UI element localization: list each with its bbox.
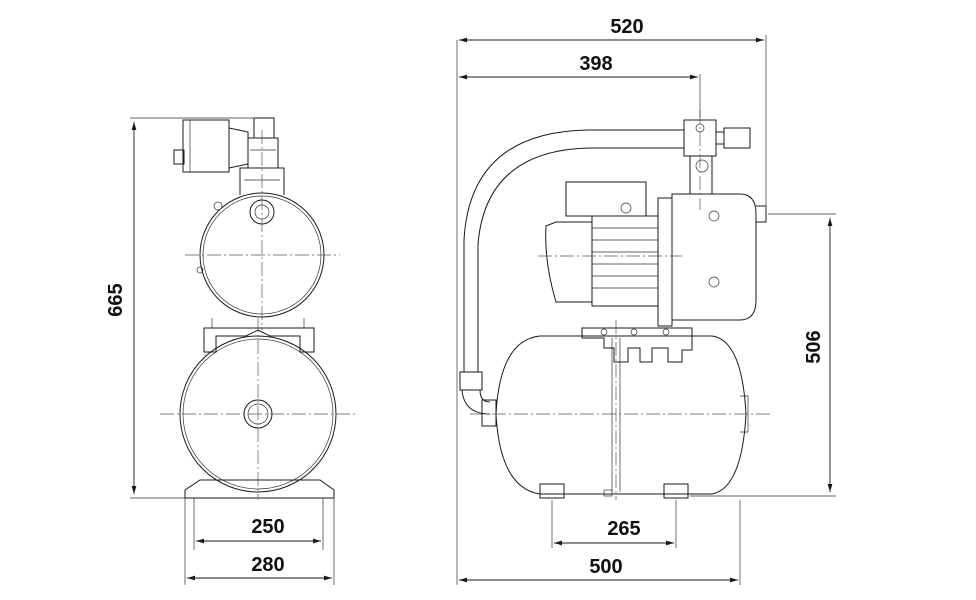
side-motor-box: [565, 181, 647, 217]
side-bracket: [581, 327, 693, 363]
dim-side-foot-spacing: 265: [607, 518, 640, 540]
side-motor: [545, 221, 593, 303]
dim-front-inner-width: 250: [251, 516, 284, 538]
side-pump-head: [671, 193, 757, 321]
side-tank: [495, 335, 747, 495]
side-hose: [463, 129, 684, 372]
dim-side-outlet-height: 506: [803, 330, 825, 363]
dim-front-height: 665: [105, 283, 127, 316]
dim-side-total-width: 520: [610, 16, 643, 38]
front-bracket: [203, 327, 315, 353]
front-pressure-switch: [182, 119, 230, 173]
side-view: 520 398 506 265 500: [456, 16, 836, 585]
front-view: 665 250 280: [105, 117, 358, 585]
dim-front-outer-width: 280: [251, 554, 284, 576]
dim-side-tank-length: 500: [589, 556, 622, 578]
side-foot-left: [539, 483, 565, 499]
dim-side-outlet-width: 398: [579, 53, 612, 75]
side-foot-right: [663, 483, 689, 499]
